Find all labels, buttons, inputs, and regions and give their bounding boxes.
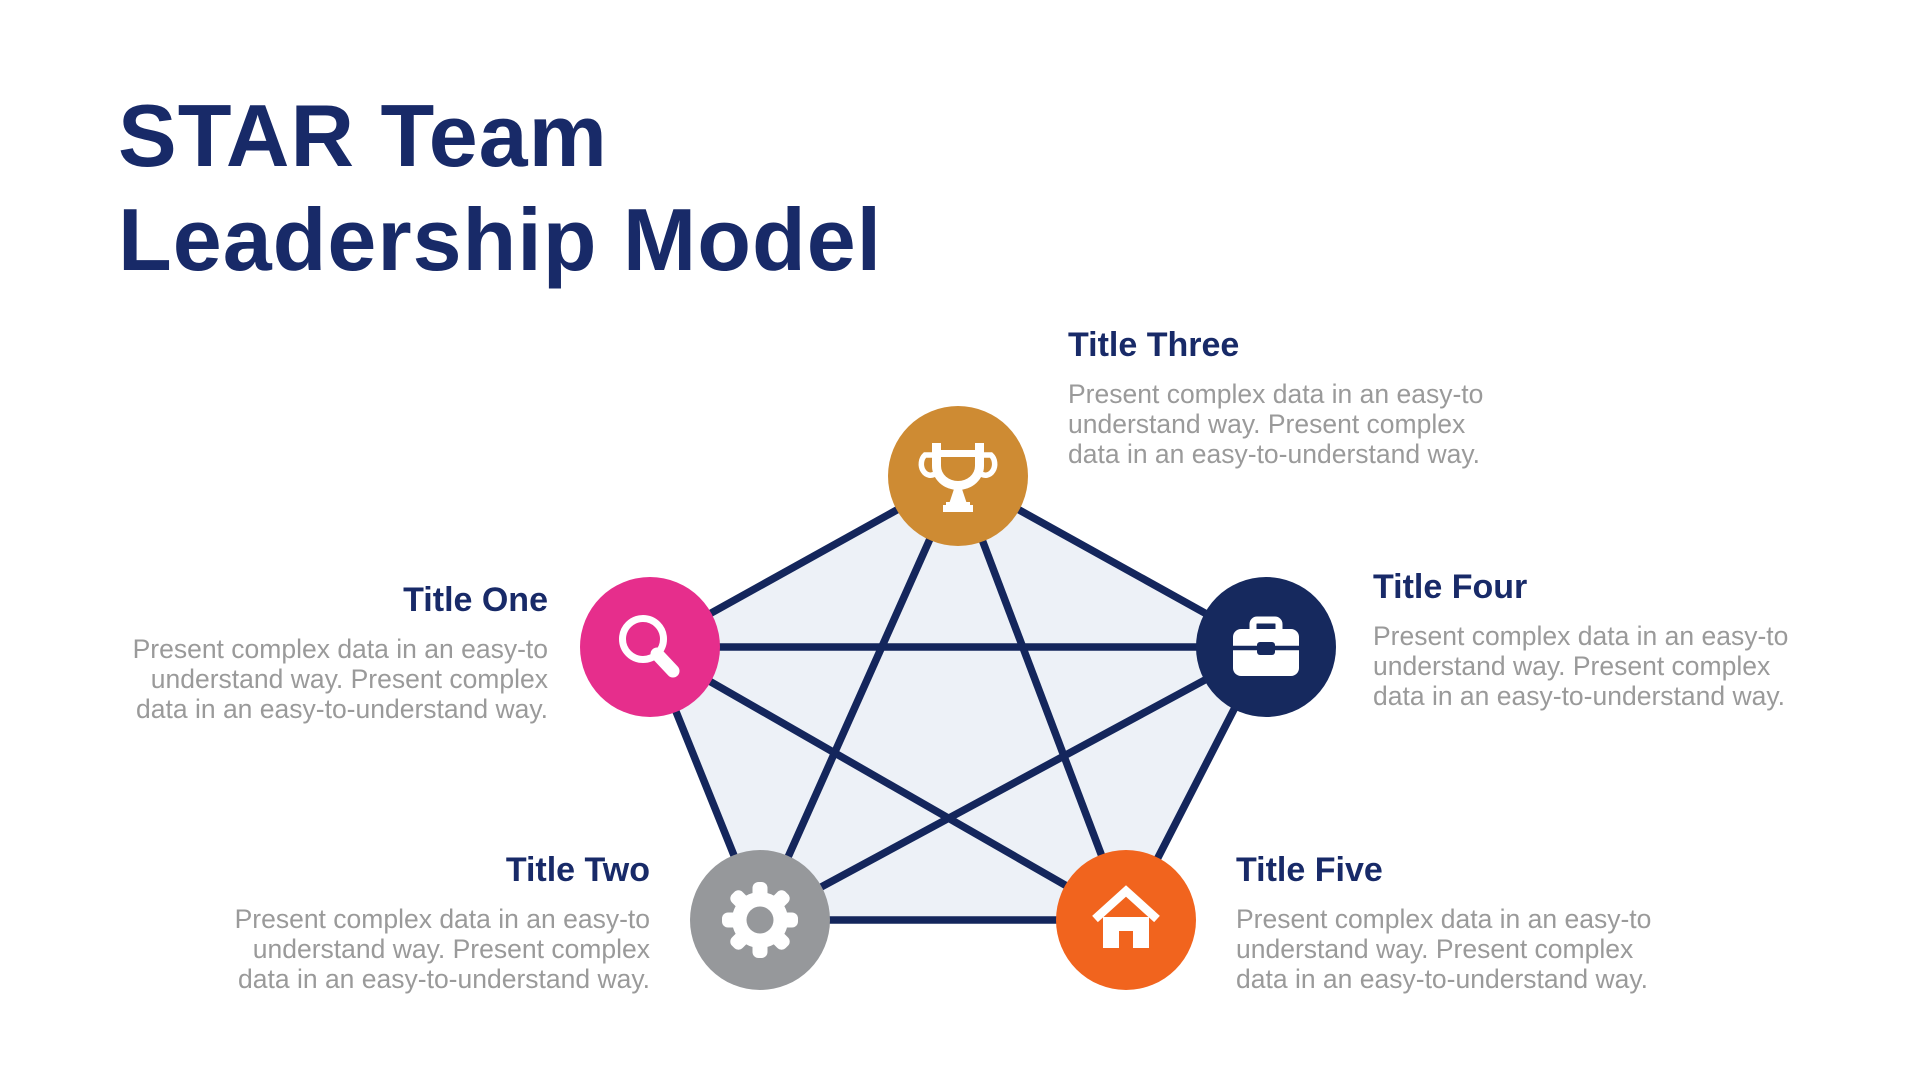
node-title-label: Title Three <box>1068 326 1240 364</box>
briefcase-icon <box>1233 616 1299 676</box>
node-circle <box>580 577 720 717</box>
trophy-icon <box>918 443 998 512</box>
edge-left-bottomright <box>648 643 1128 924</box>
node-title-label: Title One <box>403 581 548 619</box>
node-description: Present complex data in an easy-to under… <box>1373 621 1789 711</box>
info-block-title-two: Title Two Present complex data in an eas… <box>235 850 650 994</box>
edge-top-bottomright <box>954 474 1130 922</box>
node-title-five <box>1056 850 1196 990</box>
info-block-title-one: Title One Present complex data in an eas… <box>133 580 548 724</box>
node-title-label: Title Five <box>1236 851 1383 889</box>
pentagon-fill <box>650 476 1266 920</box>
node-title-label: Title Two <box>505 851 650 889</box>
node-title-label: Title Four <box>1373 568 1528 606</box>
node-title-three <box>888 406 1028 546</box>
node-description: Present complex data in an easy-to under… <box>1236 904 1652 994</box>
gear-icon <box>722 882 798 958</box>
node-description: Present complex data in an easy-to under… <box>1068 379 1484 469</box>
node-title-four <box>1196 577 1336 717</box>
search-icon <box>619 615 680 678</box>
edge-right-bottomleft <box>758 643 1268 924</box>
node-description: Present complex data in an easy-to under… <box>132 634 548 724</box>
node-title-two <box>690 850 830 990</box>
home-icon <box>1092 885 1160 948</box>
info-block-title-four: Title Four Present complex data in an ea… <box>1373 567 1788 711</box>
page-title: STAR Team Leadership Model <box>118 86 883 289</box>
info-block-title-five: Title Five Present complex data in an ea… <box>1236 850 1651 994</box>
node-description: Present complex data in an easy-to under… <box>234 904 650 994</box>
edge-top-bottomleft <box>756 474 962 922</box>
node-title-one <box>580 577 720 717</box>
info-block-title-three: Title Three Present complex data in an e… <box>1068 325 1483 469</box>
